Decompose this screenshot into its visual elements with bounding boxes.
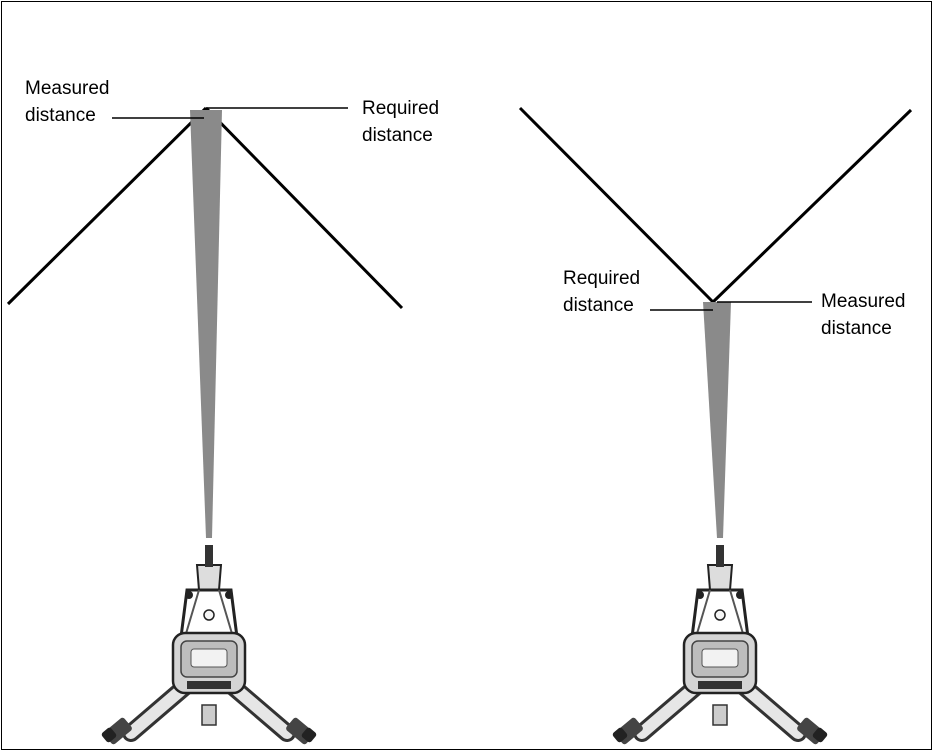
right-wall-lines: [518, 106, 913, 304]
left-measured-label-line2: distance: [25, 105, 96, 126]
right-measured-label-line2: distance: [821, 318, 892, 339]
right-required-label-line1: Required: [563, 268, 641, 289]
left-required-label-line1: Required: [362, 98, 440, 119]
left-required-label-line2: distance: [362, 125, 433, 146]
laser-scanner-icon: [612, 545, 829, 745]
right-required-label-line2: distance: [563, 295, 634, 316]
left-laser-beam: [190, 110, 222, 538]
left-wall-lines: [6, 106, 404, 310]
right-laser-beam: [703, 302, 731, 538]
laser-scanner-icon: [101, 545, 318, 745]
right-measured-label-line1: Measured: [821, 291, 906, 312]
left-measured-label-line1: Measured: [25, 78, 110, 99]
